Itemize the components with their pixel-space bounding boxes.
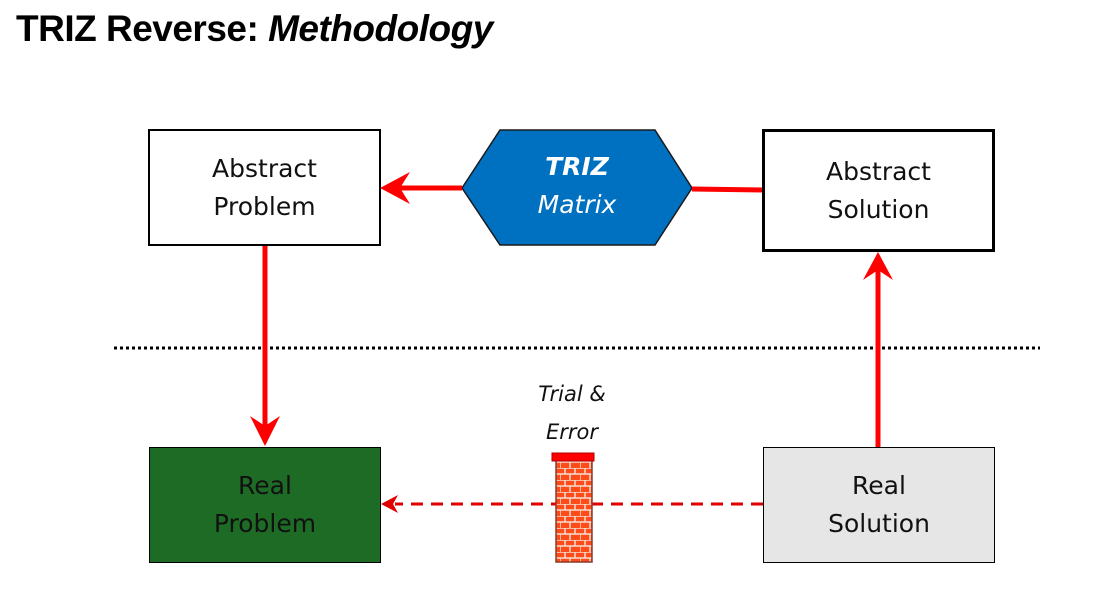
- triz-matrix-hexagon: [461, 129, 693, 246]
- abstract-problem-line2: Problem: [213, 191, 316, 221]
- arrowhead-up: [863, 252, 893, 280]
- brick-wall-cap: [551, 452, 595, 462]
- abstract-solution-line2: Solution: [827, 194, 930, 224]
- trial-line1: Trial &: [538, 382, 606, 406]
- real-problem-line2: Problem: [213, 509, 317, 538]
- abstract-solution-box: Abstract Solution: [762, 129, 995, 252]
- abstract-problem-line1: Abstract: [212, 153, 317, 183]
- title-main: TRIZ Reverse:: [16, 8, 259, 49]
- real-solution-line2: Solution: [828, 509, 930, 538]
- real-solution-box: Real Solution: [763, 447, 995, 563]
- trial-line2: Error: [545, 420, 599, 444]
- triz-matrix-line1: TRIZ: [545, 152, 609, 181]
- abstract-problem-box: Abstract Problem: [148, 129, 381, 246]
- trial-and-error-label: Trial & Error: [512, 375, 632, 451]
- abstract-solution-line1: Abstract: [826, 156, 931, 186]
- real-solution-line1: Real: [852, 471, 906, 500]
- page-title: TRIZ Reverse: Methodology: [16, 8, 493, 50]
- triz-matrix-line2: Matrix: [537, 190, 617, 219]
- title-emphasis: Methodology: [268, 8, 493, 49]
- arrowhead-down: [250, 416, 280, 446]
- edge-abstract-solution-to-matrix: [691, 186, 764, 193]
- triz-matrix-label: TRIZ Matrix: [462, 148, 692, 224]
- arrowhead-left-dashed: [381, 495, 398, 513]
- arrowhead-left: [380, 172, 410, 204]
- real-problem-line1: Real: [238, 471, 292, 500]
- real-problem-box: Real Problem: [149, 447, 381, 563]
- brick-wall: [555, 457, 593, 563]
